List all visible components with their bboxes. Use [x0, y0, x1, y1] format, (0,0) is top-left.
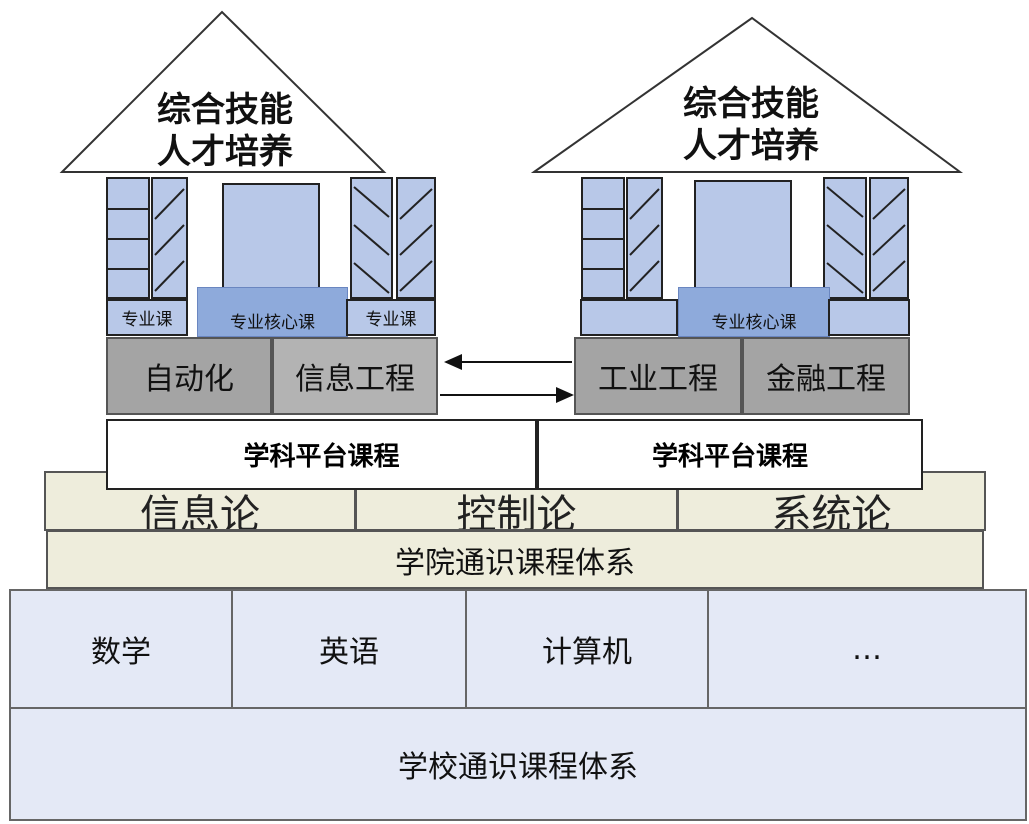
left-discipline-platform-front: 学科平台课程 [106, 419, 537, 490]
column-brick-pattern [108, 208, 148, 270]
left-core-course-text: 专业核心课 [230, 312, 315, 333]
theory-information-text: 信息论 [140, 492, 260, 531]
column-slash-pattern [154, 188, 185, 292]
major-automation: 自动化 [106, 337, 272, 415]
major-information-engineering: 信息工程 [272, 337, 438, 415]
column-slash-pattern [629, 188, 660, 292]
right-house-column-1 [581, 177, 625, 299]
left-house-column-2 [151, 177, 188, 299]
left-roof [59, 10, 387, 173]
right-discipline-platform-front: 学科平台课程 [537, 419, 923, 490]
college-general-curriculum: 学院通识课程体系 [46, 530, 984, 589]
left-major-course-label: 专业课 [106, 299, 188, 336]
right-house-column-4 [869, 177, 909, 299]
theory-control-text: 控制论 [456, 492, 577, 531]
left-core-course-label: 专业核心课 [197, 287, 348, 337]
column-slash-pattern [872, 188, 906, 292]
right-roof-title: 综合技能 人才培养 [683, 84, 819, 166]
right-house-column-3 [823, 177, 867, 299]
subject-more: … [707, 589, 1027, 709]
left-house-column-4 [396, 177, 436, 299]
right-roof [530, 16, 964, 173]
column-backslash-pattern [826, 186, 864, 294]
left-house-door [222, 183, 320, 299]
column-backslash-pattern [353, 186, 390, 294]
right-house-door [694, 180, 792, 299]
right-core-course-text: 专业核心课 [711, 312, 797, 333]
subject-english: 英语 [231, 589, 467, 709]
right-core-course-label: 专业核心课 [678, 287, 830, 337]
right-house-left-ledge [580, 299, 678, 336]
school-general-curriculum: 学校通识课程体系 [9, 707, 1027, 821]
column-brick-pattern [583, 208, 623, 270]
left-house-column-3 [350, 177, 393, 299]
major-financial-engineering: 金融工程 [742, 337, 910, 415]
column-slash-pattern [399, 188, 433, 292]
left-roof-title: 综合技能 人才培养 [157, 90, 293, 172]
right-house-right-ledge [828, 299, 910, 336]
major-industrial-engineering: 工业工程 [574, 337, 742, 415]
theory-systems-text: 系统论 [771, 492, 892, 531]
left-house-column-1 [106, 177, 150, 299]
subject-math: 数学 [9, 589, 233, 709]
subject-computer: 计算机 [465, 589, 709, 709]
right-major-course-label: 专业课 [346, 299, 436, 336]
right-house-column-2 [626, 177, 663, 299]
